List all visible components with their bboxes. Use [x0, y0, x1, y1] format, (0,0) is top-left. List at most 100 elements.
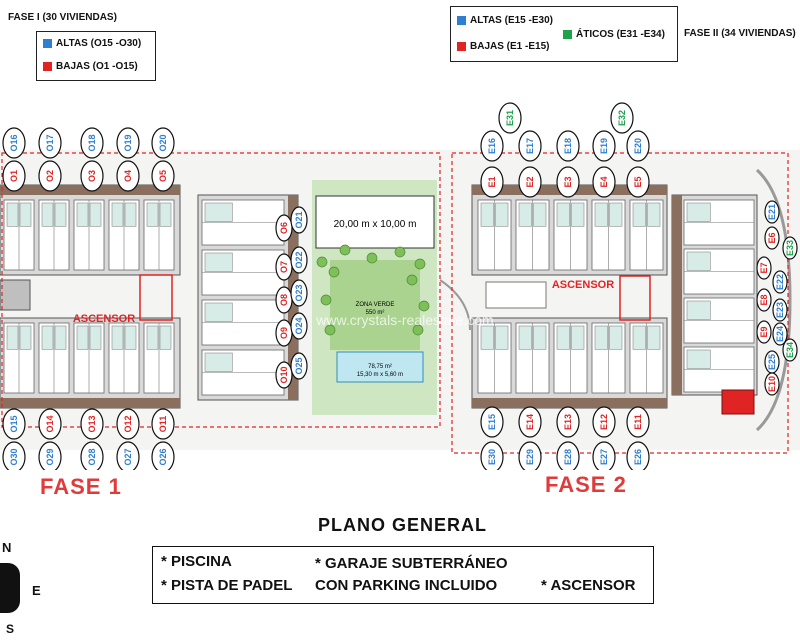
- fase1-legend-box: ALTAS (O15 -O30) BAJAS (O1 -O15): [36, 31, 156, 81]
- unit-marker-o3[interactable]: O3: [80, 160, 104, 192]
- fase2-bajas-label: BAJAS (E1 -E15): [470, 41, 550, 52]
- unit-marker-e5[interactable]: E5: [626, 166, 650, 198]
- unit-label: E29: [525, 449, 535, 465]
- unit-marker-e1[interactable]: E1: [480, 166, 504, 198]
- unit-marker-e14[interactable]: E14: [518, 406, 542, 438]
- fase2-aticos-label: ÁTICOS (E31 -E34): [576, 29, 665, 40]
- unit-marker-e16[interactable]: E16: [480, 130, 504, 162]
- unit-label: E25: [767, 354, 777, 370]
- bathroom: [19, 325, 32, 350]
- unit-marker-e10[interactable]: E10: [764, 372, 780, 396]
- unit-label: O8: [279, 294, 289, 306]
- unit-marker-e18[interactable]: E18: [556, 130, 580, 162]
- bathroom: [686, 349, 711, 369]
- unit-marker-o25[interactable]: O25: [290, 352, 308, 380]
- unit-marker-o1[interactable]: O1: [2, 160, 26, 192]
- unit-label: E24: [775, 326, 785, 342]
- unit-marker-o7[interactable]: O7: [275, 253, 293, 281]
- unit-marker-o4[interactable]: O4: [116, 160, 140, 192]
- unit-marker-o21[interactable]: O21: [290, 206, 308, 234]
- unit-marker-e20[interactable]: E20: [626, 130, 650, 162]
- unit-marker-e30[interactable]: E30: [480, 441, 504, 470]
- padel-court: [315, 195, 435, 249]
- bathroom: [89, 325, 102, 350]
- unit-marker-o23[interactable]: O23: [290, 279, 308, 307]
- unit-marker-o11[interactable]: O11: [151, 408, 175, 440]
- unit-marker-e32[interactable]: E32: [610, 102, 634, 134]
- unit-marker-e31[interactable]: E31: [498, 102, 522, 134]
- unit-label: O27: [123, 448, 133, 465]
- unit-marker-ring: [772, 322, 788, 346]
- amenity-ascensor: * ASCENSOR: [541, 577, 636, 594]
- fase2-south-block: [471, 317, 668, 409]
- unit-label: O15: [9, 415, 19, 432]
- unit-marker-e23[interactable]: E23: [772, 298, 788, 322]
- unit-marker-e6[interactable]: E6: [764, 226, 780, 250]
- unit-marker-o29[interactable]: O29: [38, 441, 62, 470]
- unit-marker-e9[interactable]: E9: [756, 320, 772, 344]
- unit-marker-e11[interactable]: E11: [626, 406, 650, 438]
- unit-marker-o10[interactable]: O10: [275, 361, 293, 389]
- bathroom: [686, 202, 711, 222]
- unit-marker-e8[interactable]: E8: [756, 288, 772, 312]
- unit-label: E33: [785, 240, 795, 256]
- unit-marker-ring: [592, 441, 616, 470]
- unit-marker-o28[interactable]: O28: [80, 441, 104, 470]
- unit-marker-e27[interactable]: E27: [592, 441, 616, 470]
- unit-marker-ring: [480, 166, 504, 198]
- unit-label: E28: [563, 449, 573, 465]
- altas-swatch: [457, 16, 466, 25]
- unit-marker-o13[interactable]: O13: [80, 408, 104, 440]
- unit-marker-o6[interactable]: O6: [275, 214, 293, 242]
- bathroom: [159, 325, 172, 350]
- unit-marker-e22[interactable]: E22: [772, 270, 788, 294]
- fase1-boundary: [1, 152, 441, 428]
- unit-marker-e34[interactable]: E34: [782, 338, 798, 362]
- bathroom: [146, 325, 159, 350]
- unit-marker-ring: [480, 441, 504, 470]
- unit-marker-o30[interactable]: O30: [2, 441, 26, 470]
- unit-label: E31: [505, 110, 515, 126]
- unit-label: E17: [525, 138, 535, 154]
- unit-marker-o16[interactable]: O16: [2, 127, 26, 159]
- fase1-bajas-label: BAJAS (O1 -O15): [56, 61, 138, 72]
- fase1-elevator-label: ASCENSOR: [73, 313, 135, 325]
- unit-marker-e33[interactable]: E33: [782, 236, 798, 260]
- unit-marker-o9[interactable]: O9: [275, 319, 293, 347]
- unit-marker-o27[interactable]: O27: [116, 441, 140, 470]
- unit-marker-o5[interactable]: O5: [151, 160, 175, 192]
- unit-marker-e12[interactable]: E12: [592, 406, 616, 438]
- unit-marker-e3[interactable]: E3: [556, 166, 580, 198]
- fase1-north-block: [0, 184, 181, 276]
- unit-marker-ring: [151, 441, 175, 470]
- unit-marker-e4[interactable]: E4: [592, 166, 616, 198]
- unit-marker-o12[interactable]: O12: [116, 408, 140, 440]
- unit-marker-ring: [38, 127, 62, 159]
- bathroom: [533, 325, 547, 350]
- unit-marker-o20[interactable]: O20: [151, 127, 175, 159]
- unit-marker-o17[interactable]: O17: [38, 127, 62, 159]
- unit-marker-e24[interactable]: E24: [772, 322, 788, 346]
- unit-marker-e15[interactable]: E15: [480, 406, 504, 438]
- unit-marker-o26[interactable]: O26: [151, 441, 175, 470]
- unit-marker-e28[interactable]: E28: [556, 441, 580, 470]
- unit-marker-e13[interactable]: E13: [556, 406, 580, 438]
- unit-marker-e21[interactable]: E21: [764, 200, 780, 224]
- unit-marker-o24[interactable]: O24: [290, 312, 308, 340]
- unit-marker-o15[interactable]: O15: [2, 408, 26, 440]
- unit-marker-e7[interactable]: E7: [756, 256, 772, 280]
- unit-label: O19: [123, 134, 133, 151]
- unit-marker-o2[interactable]: O2: [38, 160, 62, 192]
- unit-marker-e17[interactable]: E17: [518, 130, 542, 162]
- unit-marker-ring: [764, 372, 780, 396]
- unit-marker-e25[interactable]: E25: [764, 350, 780, 374]
- unit-marker-o14[interactable]: O14: [38, 408, 62, 440]
- unit-marker-e26[interactable]: E26: [626, 441, 650, 470]
- unit-marker-o19[interactable]: O19: [116, 127, 140, 159]
- unit-marker-e29[interactable]: E29: [518, 441, 542, 470]
- unit-marker-e19[interactable]: E19: [592, 130, 616, 162]
- unit-marker-o18[interactable]: O18: [80, 127, 104, 159]
- unit-marker-o8[interactable]: O8: [275, 286, 293, 314]
- unit-marker-e2[interactable]: E2: [518, 166, 542, 198]
- unit-marker-o22[interactable]: O22: [290, 246, 308, 274]
